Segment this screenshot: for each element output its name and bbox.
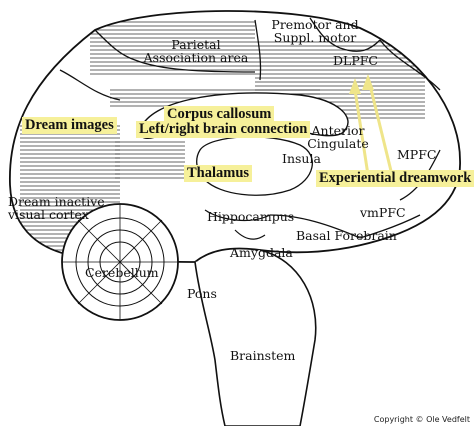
cerebrum-outline: [9, 10, 461, 263]
copyright: Copyright © Ole Vedfelt: [373, 415, 470, 424]
lateral-hatch: [115, 140, 185, 180]
label-amygdala: Amygdala: [230, 245, 293, 260]
label-dlpfc: DLPFC: [333, 53, 378, 68]
label-anterior-cingulate: Anterior Cingulate: [307, 123, 369, 152]
brainstem-shape: [194, 249, 317, 426]
cerebellum-shape: [61, 203, 179, 321]
label-insula: Insula: [282, 151, 321, 166]
label-mpfc: MPFC: [397, 147, 437, 162]
experiential-arrows: [349, 74, 394, 176]
label-parietal: Parietal Association area: [143, 37, 249, 66]
highlight-thalamus: Thalamus: [184, 165, 253, 182]
label-brainstem: Brainstem: [230, 348, 296, 363]
label-premotor: Premotor and Suppl. motor: [271, 17, 359, 46]
label-basal-forebrain: Basal Forebrain: [296, 228, 397, 243]
label-cerebellum: Cerebellum: [85, 265, 159, 280]
highlight-dream-images: Dream images: [22, 117, 117, 134]
label-pons: Pons: [187, 286, 217, 301]
limbic-contours: [204, 209, 361, 240]
activated-regions: [20, 20, 425, 262]
label-hippocampus: Hippocampus: [207, 209, 295, 224]
highlight-experiential-dreamwork: Experiential dreamwork: [316, 170, 474, 187]
highlight-corpus-callosum: Corpus callosum: [164, 106, 275, 123]
label-dream-inactive: Dream inactive visual cortex: [8, 194, 105, 223]
highlight-left-right-connection: Left/right brain connection: [136, 121, 311, 138]
label-vmpfc: vmPFC: [360, 205, 406, 220]
parietal-hatch: [90, 20, 255, 75]
